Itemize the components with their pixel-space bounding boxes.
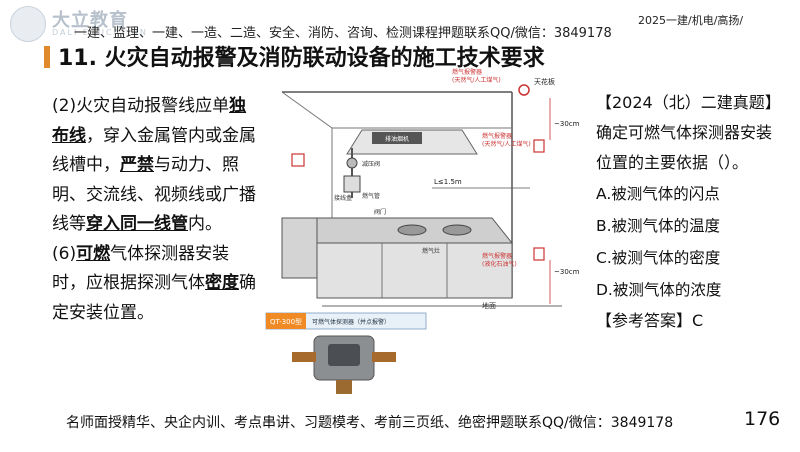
ceiling-label: 天花板 (534, 77, 555, 86)
para-1-end: 内。 (188, 214, 222, 234)
footer-banner: 名师面授精华、央企内训、考点串讲、习题模考、考前三页纸、绝密押题联系QQ/微信：… (66, 415, 674, 431)
para-2-prefix: (6) (52, 243, 77, 264)
distance-label: L≤1.5m (434, 178, 462, 186)
course-tag: 2025一建/机电/高扬/ (638, 14, 744, 27)
option-d: D.被测气体的浓度 (596, 281, 722, 299)
para-2-end: 确定安装位置。 (52, 273, 256, 323)
detector-a-label: 燃气报警器 (452, 68, 482, 76)
pipe-label: 燃气管 (362, 192, 380, 200)
detector-b-sub: (天然气/人工煤气) (482, 140, 531, 148)
para-1-rest-2: 与动力、照明、交流线、视频线或广播线等 (52, 155, 256, 234)
device-description: 可燃气体探测器（并点报警） (312, 318, 390, 326)
answer-text: 【参考答案】C (596, 311, 704, 330)
valve-label: 减压阀 (362, 160, 380, 168)
stove-label: 燃气灶 (422, 247, 440, 255)
para-1-emphasis: 独布线 (52, 96, 247, 146)
logo-subtitle: DALI EDUCATION (52, 28, 148, 37)
question-stem: 【2024（北）二建真题】确定可燃气体探测器安装位置的主要依据（）。 (596, 93, 781, 172)
gas-detector-photo (292, 335, 396, 394)
option-a: A.被测气体的闪点 (596, 185, 720, 203)
para-2-emphasis-2: 密度 (205, 273, 239, 293)
kitchen-detector-diagram: 排油烟机 燃气灶 地面 减压阀 接线盒 燃气管 阀门 天花板 燃气报警器 (天然… (265, 68, 580, 394)
logo-name: 大立教育 (52, 10, 128, 31)
slide-title: 11. 火灾自动报警及消防联动设备的施工技术要求 (58, 46, 545, 71)
left-text-block: (2)火灾自动报警线应单独布线，穿入金属管内或金属线槽中，严禁与动力、照明、交流… (52, 92, 256, 328)
detector-ceiling-icon (518, 84, 530, 96)
detector-c-sub: (液化石油气) (482, 260, 517, 268)
exam-question: 【2024（北）二建真题】确定可燃气体探测器安装位置的主要依据（）。 A.被测气… (596, 88, 782, 336)
detector-a-sub: (天然气/人工煤气) (452, 76, 501, 84)
page-number: 176 (744, 408, 781, 430)
para-1-emphasis-2: 严禁 (120, 155, 154, 175)
dim-top-label: ~30cm (554, 120, 580, 128)
top-banner: 一建、监理、一建、一造、二造、安全、消防、咨询、检测课程押题联系QQ/微信：38… (74, 26, 612, 41)
option-c: C.被测气体的密度 (596, 249, 721, 267)
meter-label: 接线盒 (334, 194, 352, 202)
title-accent-bar (44, 46, 50, 68)
detector-wall-low-icon (533, 247, 545, 261)
detector-c-label: 燃气报警器 (482, 252, 512, 260)
logo-icon (10, 6, 46, 42)
para-1-rest: ，穿入金属管内或金属线槽中， (52, 125, 256, 176)
para-1-emphasis-3: 穿入同一线管 (86, 214, 188, 234)
para-1-text: (2)火灾自动报警线应单 (52, 96, 230, 116)
valve-2-label: 阀门 (374, 208, 386, 216)
detector-b-label: 燃气报警器 (482, 132, 512, 140)
option-b: B.被测气体的温度 (596, 217, 721, 235)
floor-label: 地面 (482, 301, 496, 310)
dim-bottom-label: ~30cm (554, 268, 580, 276)
detector-left-icon (291, 153, 305, 167)
para-2-emphasis: 可燃 (76, 243, 111, 264)
hood-label: 排油烟机 (385, 135, 409, 143)
device-model-label: QT-300型 (270, 317, 302, 326)
detector-wall-top-icon (533, 139, 545, 153)
para-2-rest: 气体探测器安装时，应根据探测气体 (52, 243, 230, 294)
